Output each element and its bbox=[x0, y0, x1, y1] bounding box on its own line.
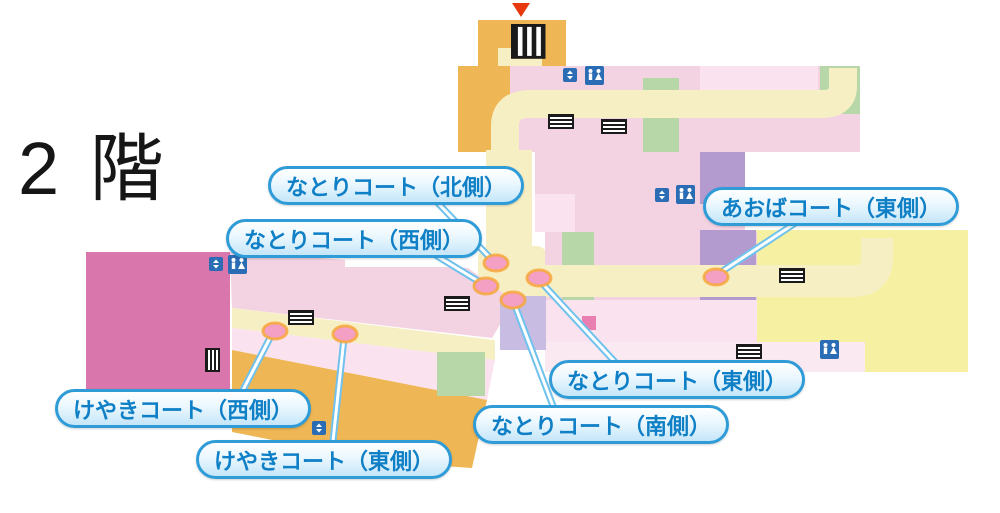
marker-natori-court-south bbox=[499, 290, 527, 310]
label-aoba-court-east: あおばコート（東側） bbox=[703, 187, 960, 226]
label-natori-court-west: なとりコート（西側） bbox=[226, 219, 483, 258]
entrance-marker-icon bbox=[512, 3, 530, 17]
marker-keyaki-court-east bbox=[331, 324, 359, 344]
restroom-icon bbox=[820, 340, 839, 359]
stairs-icon bbox=[205, 348, 220, 372]
stairs-icon bbox=[444, 296, 470, 311]
stairs-icon bbox=[779, 268, 805, 283]
stairs-icon bbox=[736, 344, 762, 359]
east-wing bbox=[532, 230, 968, 372]
stairs-icon bbox=[511, 24, 546, 59]
restroom-icon bbox=[676, 185, 695, 204]
facility-icons bbox=[205, 3, 839, 435]
marker-natori-court-west bbox=[472, 276, 500, 296]
elevator-icon bbox=[563, 68, 577, 82]
marker-natori-court-east bbox=[525, 268, 553, 288]
label-keyaki-court-east: けやきコート（東側） bbox=[196, 440, 453, 479]
label-natori-court-south: なとりコート（南側） bbox=[473, 405, 730, 444]
stairs-icon bbox=[601, 119, 627, 134]
label-natori-court-north: なとりコート（北側） bbox=[268, 166, 525, 205]
west-wing bbox=[86, 252, 546, 468]
floor-title: 2 階 bbox=[18, 127, 169, 210]
marker-natori-court-north bbox=[482, 253, 510, 273]
court-markers bbox=[261, 253, 730, 344]
stairs-icon bbox=[288, 310, 314, 325]
elevator-icon bbox=[312, 421, 326, 435]
stairs-icon bbox=[548, 114, 574, 129]
restroom-icon bbox=[585, 66, 604, 85]
label-keyaki-court-west: けやきコート（西側） bbox=[55, 389, 312, 428]
elevator-icon bbox=[655, 188, 669, 202]
elevator-icon bbox=[209, 257, 223, 271]
label-natori-court-east: なとりコート（東側） bbox=[549, 360, 806, 399]
leader-lines bbox=[239, 196, 804, 445]
marker-keyaki-court-west bbox=[261, 321, 289, 341]
marker-aoba-court-east bbox=[702, 267, 730, 287]
